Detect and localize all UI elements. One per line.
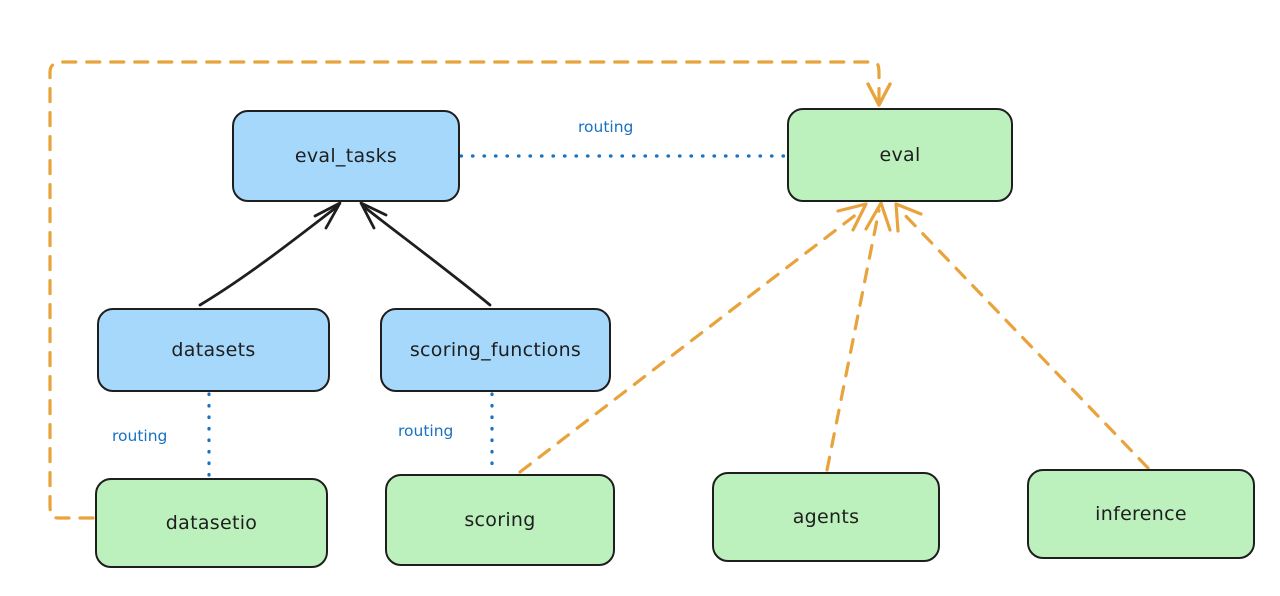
edge-label-routing-eval_tasks-eval: routing [578, 118, 634, 136]
node-label-scoring_functions: scoring_functions [409, 339, 582, 361]
node-datasets[interactable]: datasets [97, 308, 330, 392]
edge-label-routing-scoring_functions-scoring: routing [398, 422, 454, 440]
node-scoring_functions[interactable]: scoring_functions [380, 308, 611, 392]
node-label-datasets: datasets [171, 339, 256, 361]
node-scoring[interactable]: scoring [385, 474, 615, 566]
edge-inference-to-eval [894, 202, 1150, 470]
edge-datasets-to-eval_tasks [198, 201, 342, 307]
edge-scoring-to-eval [518, 202, 868, 474]
node-agents[interactable]: agents [712, 472, 940, 562]
node-eval_tasks[interactable]: eval_tasks [232, 110, 460, 202]
edge-datasetio-to-eval [48, 60, 892, 520]
edge-scoring_functions-to-eval_tasks [359, 201, 492, 307]
edge-label-routing-datasets-datasetio: routing [112, 427, 168, 445]
node-label-agents: agents [792, 506, 860, 528]
node-label-inference: inference [1095, 503, 1187, 525]
node-label-eval_tasks: eval_tasks [294, 145, 398, 167]
node-inference[interactable]: inference [1027, 469, 1255, 559]
node-label-datasetio: datasetio [165, 512, 258, 534]
node-datasetio[interactable]: datasetio [95, 478, 328, 568]
node-eval[interactable]: eval [787, 108, 1013, 202]
node-label-eval: eval [879, 144, 921, 166]
edge-agents-to-eval [825, 201, 892, 472]
node-label-scoring: scoring [464, 509, 536, 531]
